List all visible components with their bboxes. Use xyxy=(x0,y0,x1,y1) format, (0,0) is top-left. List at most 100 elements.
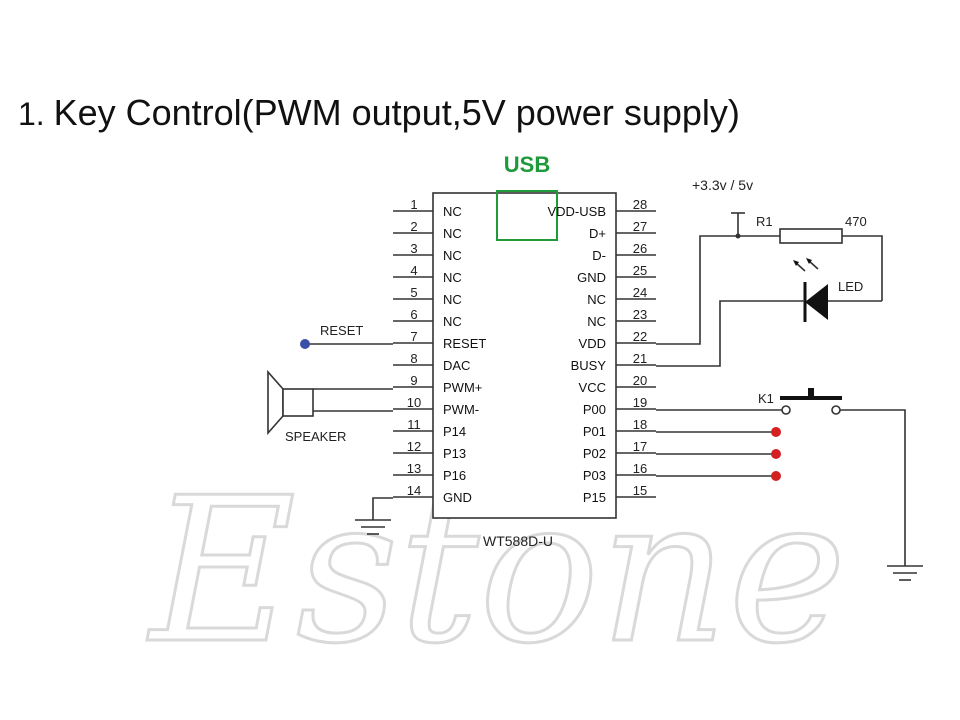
pin-label: RESET xyxy=(443,336,486,351)
pin-number: 14 xyxy=(407,483,421,498)
usb-port xyxy=(496,190,558,241)
right-pin: 15 P15 xyxy=(583,483,656,505)
pin-number: 1 xyxy=(410,197,417,212)
left-pin: 14 GND xyxy=(393,483,472,505)
supply-label: +3.3v / 5v xyxy=(692,177,753,193)
right-pin: 17 P02 xyxy=(583,439,656,461)
pin-number: 26 xyxy=(633,241,647,256)
right-pin: 20 VCC xyxy=(579,373,656,395)
pin-number: 16 xyxy=(633,461,647,476)
resistor-name: R1 xyxy=(756,214,773,229)
pin-label: NC xyxy=(587,314,606,329)
chip-name: WT588D-U xyxy=(483,533,553,549)
pin-label: VDD-USB xyxy=(547,204,606,219)
left-pin: 12 P13 xyxy=(393,439,466,461)
pin-label: P01 xyxy=(583,424,606,439)
reset-connection: RESET xyxy=(300,323,393,349)
pin-label: NC xyxy=(443,226,462,241)
pin-number: 7 xyxy=(410,329,417,344)
pin-label: NC xyxy=(443,314,462,329)
pin-number: 21 xyxy=(633,351,647,366)
pin-label: NC xyxy=(443,270,462,285)
pin-number: 13 xyxy=(407,461,421,476)
right-pin: 21 BUSY xyxy=(571,351,656,373)
pin-number: 2 xyxy=(410,219,417,234)
pin-label: D- xyxy=(592,248,606,263)
speaker-icon xyxy=(267,369,284,436)
right-pin: 27D+ xyxy=(589,219,656,241)
title-number: 1. xyxy=(18,96,45,132)
pin-number: 12 xyxy=(407,439,421,454)
right-pin: 23 NC xyxy=(587,307,656,329)
pin-number: 25 xyxy=(633,263,647,278)
pin-number: 23 xyxy=(633,307,647,322)
pin-label: BUSY xyxy=(571,358,607,373)
resistor-value: 470 xyxy=(845,214,867,229)
led-icon xyxy=(805,284,828,320)
pin-label: P00 xyxy=(583,402,606,417)
pin-label: NC xyxy=(587,292,606,307)
pin-label: P02 xyxy=(583,446,606,461)
key-terminals xyxy=(656,427,781,481)
resistor-r1 xyxy=(779,228,843,244)
pin-label: GND xyxy=(443,490,472,505)
pin-number: 3 xyxy=(410,241,417,256)
pin-label: NC xyxy=(443,204,462,219)
right-pin: 16 P03 xyxy=(583,461,656,483)
right-pin: 28 VDD-USB xyxy=(547,197,656,219)
right-pin: 24 NC xyxy=(587,285,656,307)
pin-number: 20 xyxy=(633,373,647,388)
left-pin: 3 NC xyxy=(393,241,462,263)
chip-ground xyxy=(355,497,393,535)
pin-label: VDD xyxy=(579,336,606,351)
pin-number: 5 xyxy=(410,285,417,300)
pin-number: 17 xyxy=(633,439,647,454)
pin-label: P15 xyxy=(583,490,606,505)
pin-number: 22 xyxy=(633,329,647,344)
pin-label: P14 xyxy=(443,424,466,439)
right-pin: 18 P01 xyxy=(583,417,656,439)
pin-label: P16 xyxy=(443,468,466,483)
left-pin: 13 P16 xyxy=(393,461,466,483)
pin-label: NC xyxy=(443,248,462,263)
left-pin: 5 NC xyxy=(393,285,462,307)
pin-label: PWM- xyxy=(443,402,479,417)
pin-number: 27 xyxy=(633,219,647,234)
power-network: +3.3v / 5v R1 470 LED xyxy=(656,177,883,367)
terminal-p03 xyxy=(771,471,781,481)
right-pin: 22 VDD xyxy=(579,329,656,351)
pin-number: 28 xyxy=(633,197,647,212)
reset-terminal xyxy=(300,339,310,349)
chip-body xyxy=(432,192,617,519)
right-pin: 26 D- xyxy=(592,241,656,263)
pin-label: VCC xyxy=(579,380,606,395)
left-pin: 8 DAC xyxy=(393,351,470,373)
pin-label: DAC xyxy=(443,358,470,373)
key-switch-k1: K1 xyxy=(656,388,923,581)
pin-number: 11 xyxy=(407,417,421,432)
led-label: LED xyxy=(838,279,863,294)
pin-number: 24 xyxy=(633,285,647,300)
pin-label: NC xyxy=(443,292,462,307)
left-pin: 1 NC xyxy=(393,197,462,219)
terminal-p02 xyxy=(771,449,781,459)
pin-number: 8 xyxy=(410,351,417,366)
pin-number: 15 xyxy=(633,483,647,498)
left-pin: 11 P14 xyxy=(393,417,466,439)
reset-label: RESET xyxy=(320,323,363,338)
left-pin: 2 NC xyxy=(393,219,462,241)
pin-label: P13 xyxy=(443,446,466,461)
pin-number: 18 xyxy=(633,417,647,432)
pin-label: P03 xyxy=(583,468,606,483)
key-label: K1 xyxy=(758,391,774,406)
left-pin: 7 RESET xyxy=(393,329,486,351)
pin-number: 9 xyxy=(410,373,417,388)
speaker-label: SPEAKER xyxy=(285,429,346,444)
right-pin-group: 28VDD-USB27D+26D-25GND24NC23NC22VDD21BUS… xyxy=(547,197,656,505)
